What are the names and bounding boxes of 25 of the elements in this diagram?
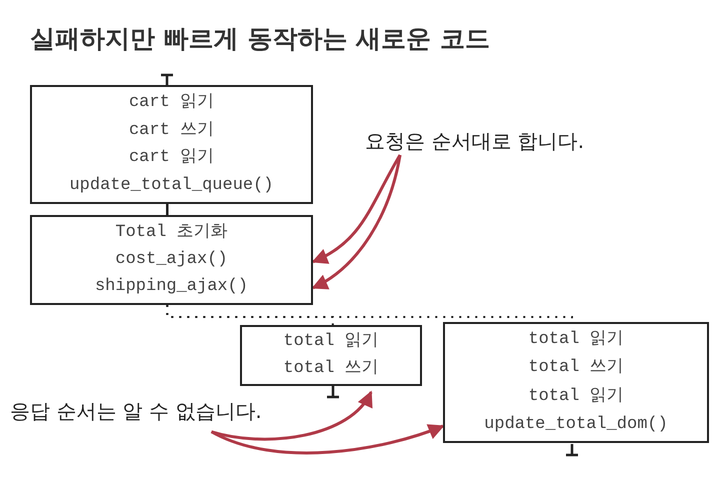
step-text: update_total_dom() bbox=[484, 414, 668, 436]
connector-line bbox=[166, 204, 168, 215]
step-text: total 읽기 bbox=[528, 329, 624, 352]
step-text: cart 읽기 bbox=[128, 92, 214, 114]
arrow bbox=[210, 424, 444, 454]
step-text: total 쓰기 bbox=[528, 357, 624, 380]
step-text: update_total_queue() bbox=[69, 175, 274, 198]
step-text: total 읽기 bbox=[528, 386, 624, 408]
process-box bbox=[30, 215, 313, 305]
process-box bbox=[443, 322, 709, 443]
title: 실패하지만 빠르게 동작하는 새로운 코드 bbox=[30, 23, 490, 55]
step-text: total 읽기 bbox=[283, 331, 379, 354]
arrow bbox=[312, 154, 402, 290]
step-text: cart 쓰기 bbox=[128, 120, 214, 142]
arrow bbox=[312, 154, 402, 264]
step-text: cost_ajax() bbox=[115, 248, 228, 271]
step-text: Total 초기화 bbox=[115, 222, 228, 244]
arrow bbox=[211, 390, 372, 441]
step-text: shipping_ajax() bbox=[94, 276, 248, 298]
step-text: cart 읽기 bbox=[128, 147, 214, 170]
note-text: 요청은 순서대로 합니다. bbox=[365, 128, 584, 155]
process-box bbox=[30, 85, 313, 204]
process-box bbox=[240, 325, 422, 386]
step-text: total 쓰기 bbox=[283, 358, 379, 380]
note-text: 응답 순서는 알 수 없습니다. bbox=[10, 398, 262, 425]
